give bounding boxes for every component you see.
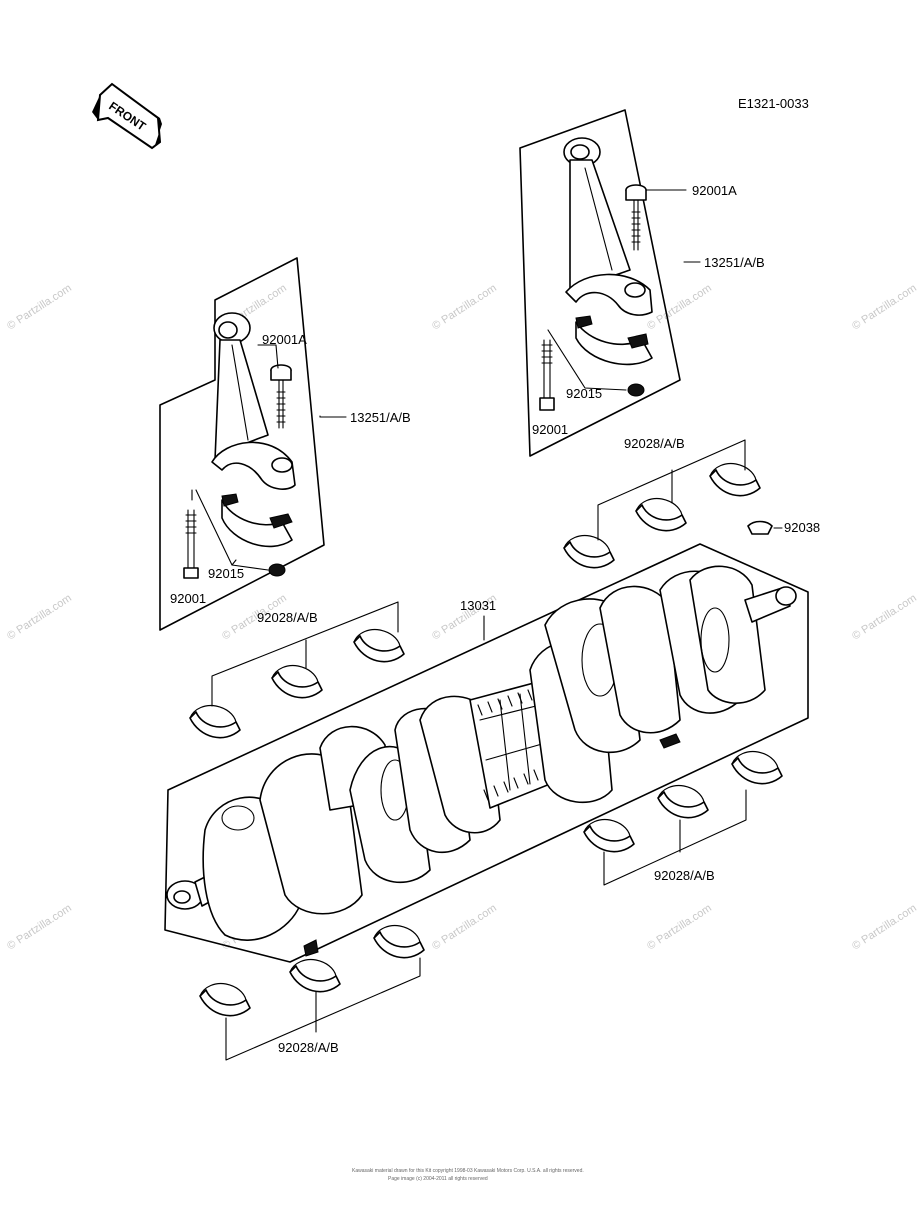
footer-copyright: Kawasaki material drawn for this Kit cop… bbox=[352, 1168, 584, 1174]
conrod-group-right: 92001A 13251/A/B 92015 92001 bbox=[519, 109, 765, 457]
label-92001-right: 92001 bbox=[532, 422, 568, 437]
footer-copyright-2: Page image (c) 2004-2011 all rights rese… bbox=[388, 1176, 488, 1182]
front-arrow-icon: FRONT bbox=[92, 82, 162, 150]
nut-92015-left bbox=[268, 563, 286, 577]
diagram-code: E1321-0033 bbox=[738, 96, 809, 111]
watermarks: © Partzilla.com © Partzilla.com © Partzi… bbox=[5, 282, 917, 952]
bearing-shell bbox=[563, 534, 615, 569]
label-92028-left-mid: 92028/A/B bbox=[257, 610, 318, 625]
bearing-shell bbox=[635, 497, 687, 532]
bolt-92001A-right bbox=[625, 184, 647, 251]
label-92038: 92038 bbox=[784, 520, 820, 535]
key-92038: 92038 bbox=[747, 520, 820, 535]
label-92001-left: 92001 bbox=[170, 591, 206, 606]
watermark: © Partzilla.com bbox=[5, 592, 74, 642]
label-92015-left: 92015 bbox=[208, 566, 244, 581]
watermark: © Partzilla.com bbox=[850, 592, 917, 642]
bearing-shell bbox=[709, 462, 761, 497]
bolt-92001A-left bbox=[270, 364, 292, 429]
label-92001A-right: 92001A bbox=[692, 183, 737, 198]
bolt-92001-right bbox=[539, 339, 555, 411]
bearing-group-top-right: 92028/A/B bbox=[563, 436, 761, 569]
bearing-group-left-mid: 92028/A/B bbox=[189, 601, 405, 739]
bolt-92001-left bbox=[183, 509, 199, 579]
label-92001A-left: 92001A bbox=[262, 332, 307, 347]
bearing-shell bbox=[373, 924, 425, 959]
label-13031: 13031 bbox=[460, 598, 496, 613]
crankshaft-label: 13031 bbox=[460, 598, 496, 641]
watermark: © Partzilla.com bbox=[645, 282, 714, 332]
label-13251-left: 13251/A/B bbox=[350, 410, 411, 425]
label-13251-right: 13251/A/B bbox=[704, 255, 765, 270]
label-92015-right: 92015 bbox=[566, 386, 602, 401]
nut-92015-right bbox=[627, 383, 645, 397]
conrod-group-left: 92001A 13251/A/B 92015 92001 bbox=[159, 257, 411, 631]
watermark: © Partzilla.com bbox=[430, 282, 499, 332]
crankshaft bbox=[164, 543, 809, 963]
label-92028-bottom-left: 92028/A/B bbox=[278, 1040, 339, 1055]
bearing-group-bottom-right: 92028/A/B bbox=[583, 750, 783, 886]
bearing-shell bbox=[583, 818, 635, 853]
watermark: © Partzilla.com bbox=[430, 902, 499, 952]
bearing-shell bbox=[289, 958, 341, 993]
bearing-shell bbox=[657, 784, 709, 819]
label-92028-top-right: 92028/A/B bbox=[624, 436, 685, 451]
bearing-shell bbox=[199, 982, 251, 1017]
bearing-shell bbox=[189, 704, 241, 739]
bearing-shell bbox=[731, 750, 783, 785]
bearing-group-bottom-left: 92028/A/B bbox=[199, 924, 425, 1061]
watermark: © Partzilla.com bbox=[5, 282, 74, 332]
watermark: © Partzilla.com bbox=[850, 902, 917, 952]
connecting-rod-right bbox=[563, 137, 653, 366]
bearing-shell bbox=[271, 664, 323, 699]
watermark: © Partzilla.com bbox=[5, 902, 74, 952]
label-92028-bottom-right: 92028/A/B bbox=[654, 868, 715, 883]
watermark: © Partzilla.com bbox=[645, 902, 714, 952]
bearing-shell bbox=[353, 628, 405, 663]
connecting-rod-left bbox=[211, 312, 296, 548]
watermark: © Partzilla.com bbox=[850, 282, 917, 332]
